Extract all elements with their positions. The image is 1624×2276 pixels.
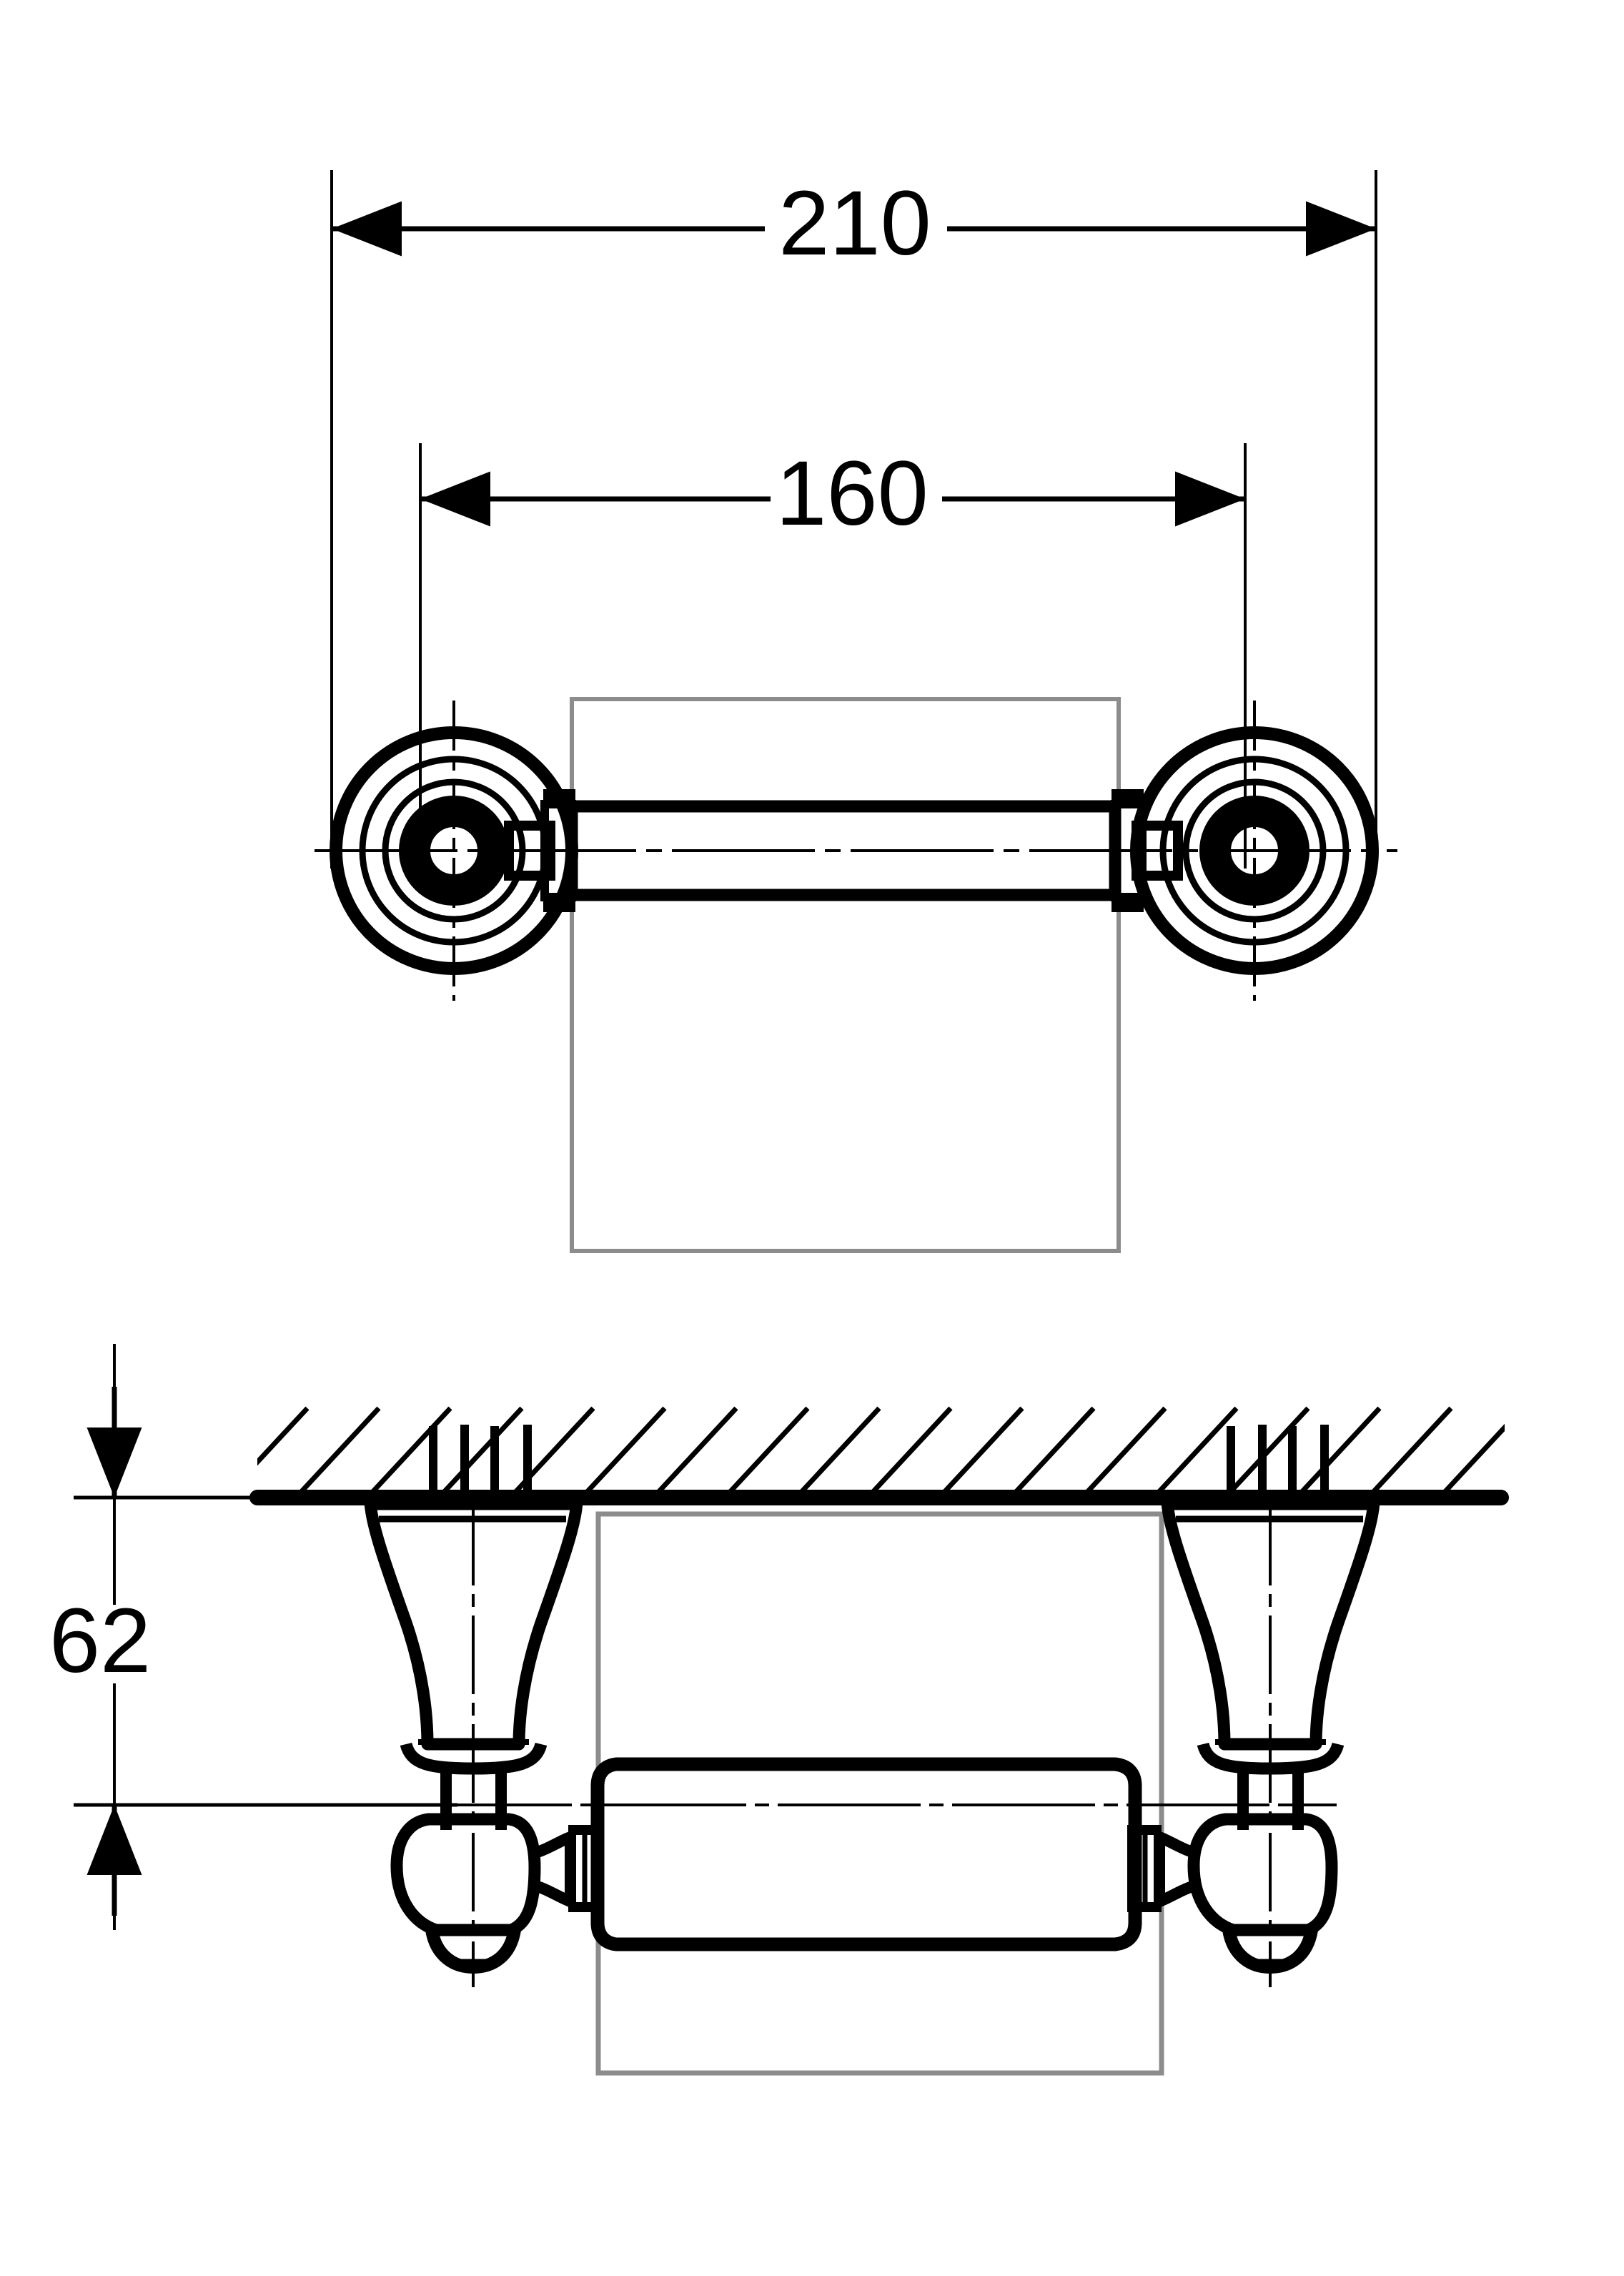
left-bracket-side: [364, 1500, 603, 1987]
neck-left-plan: [504, 821, 555, 881]
right-rosette-plan: [1130, 701, 1379, 1001]
dimension-mounting-centres: 160: [419, 442, 1247, 869]
wall-fixings-left: [429, 1425, 532, 1498]
dimension-label-62: 62: [49, 1590, 151, 1692]
side-view: 62: [49, 1344, 1509, 2076]
wall-fixings-right: [1227, 1425, 1329, 1498]
right-bracket-side: [1127, 1500, 1380, 1987]
dimension-projection: 62: [49, 1344, 457, 1930]
paper-roll-outline-plan: [570, 697, 1121, 1253]
dimension-label-160: 160: [776, 442, 929, 545]
cross-bar-side: [590, 1757, 1142, 1951]
dimension-label-210: 210: [778, 172, 931, 274]
plan-view: 210 160: [315, 170, 1397, 1253]
taper-joint-left: [530, 1829, 576, 1910]
taper-joint-right: [1154, 1829, 1199, 1910]
dimension-overall-width: 210: [330, 170, 1377, 869]
